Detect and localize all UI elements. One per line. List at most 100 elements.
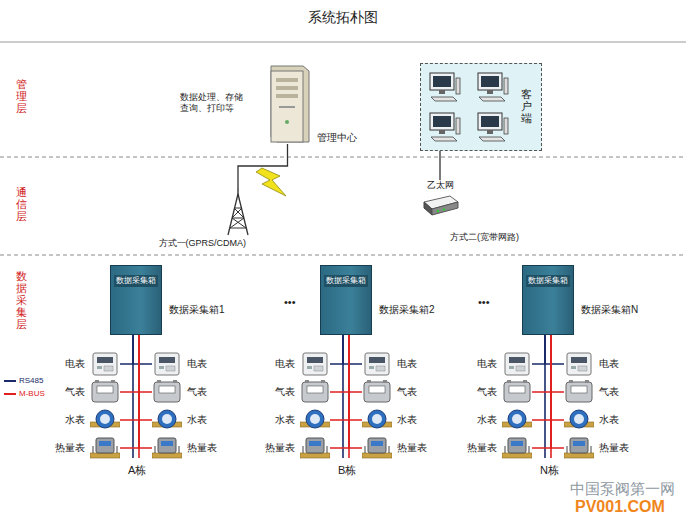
meter-label: 热量表 (599, 442, 629, 454)
meter-node: 水表 (152, 408, 207, 432)
meter-node: 热量表 (55, 436, 120, 460)
layer-divider (0, 157, 686, 158)
meter-label: 气表 (599, 386, 619, 398)
connector-line (139, 335, 152, 448)
meter-label: 热量表 (467, 442, 497, 454)
water-meter-icon (362, 408, 392, 432)
meter-node: 气表 (362, 380, 417, 404)
center-label: 管理中心 (317, 132, 357, 144)
meter-node: 电表 (152, 352, 207, 376)
connector-line (120, 335, 139, 392)
client-group-box: 客户端 (420, 63, 542, 151)
client-computer-icon (477, 72, 509, 102)
connector-line (120, 335, 139, 420)
gas-meter-icon (564, 380, 594, 404)
meter-label: 气表 (477, 386, 497, 398)
cabinet-label: 数据采集箱N (581, 304, 638, 316)
meter-label: 电表 (397, 358, 417, 370)
icon-holder (152, 436, 182, 460)
legend-line-sample (4, 391, 16, 397)
cabinet-label: 数据采集箱2 (379, 304, 435, 316)
electric-meter-icon (564, 352, 594, 376)
connector-line (551, 335, 564, 392)
cabinet-label: 数据采集箱1 (169, 304, 225, 316)
watermark: PV001.COM (575, 497, 665, 516)
legend-line-sample (4, 378, 16, 384)
client-label: 客户端 (521, 88, 532, 124)
meter-node: 水表 (275, 408, 330, 432)
icon-holder (502, 408, 532, 432)
icon-holder (429, 112, 461, 142)
icon-holder (300, 436, 330, 460)
connector-line (551, 335, 564, 448)
icon-holder (564, 408, 594, 432)
note-label: A栋 (128, 464, 146, 477)
meter-label: 电表 (275, 358, 295, 370)
meter-node: 气表 (65, 380, 120, 404)
gas-meter-icon (90, 380, 120, 404)
connector-line (330, 335, 349, 392)
connector-line (532, 335, 551, 392)
meter-node: 水表 (65, 408, 120, 432)
note-label: N栋 (540, 464, 559, 477)
heat-meter-icon (152, 436, 182, 460)
electric-meter-icon (362, 352, 392, 376)
icon-holder (420, 194, 460, 216)
connector-line (545, 335, 564, 364)
cabinet-plate: 数据采集箱 (114, 275, 158, 287)
meter-node: 热量表 (467, 436, 532, 460)
icon-holder (502, 352, 532, 376)
gprs-tower-node: 方式一(GPRS/CDMA) (226, 188, 250, 236)
meter-node: 气表 (152, 380, 207, 404)
connector-line (330, 335, 349, 420)
icon-holder (564, 380, 594, 404)
meter-label: 气表 (275, 386, 295, 398)
note-label: B栋 (338, 464, 356, 477)
legend-row: RS485 (4, 376, 43, 386)
heat-meter-icon (362, 436, 392, 460)
collector-cabinet: 数据采集箱数据采集箱N (522, 265, 574, 335)
meter-label: 水表 (397, 414, 417, 426)
heat-meter-icon (502, 436, 532, 460)
diagram-title: 系统拓朴图 (0, 9, 686, 26)
icon-holder (564, 352, 594, 376)
connector-line (330, 335, 343, 364)
connector-line (439, 151, 440, 180)
icon-holder (300, 380, 330, 404)
server-icon (265, 62, 310, 144)
water-meter-icon (502, 408, 532, 432)
connector-line (120, 335, 139, 448)
meter-node: 电表 (275, 352, 330, 376)
heat-meter-icon (90, 436, 120, 460)
meter-label: 电表 (477, 358, 497, 370)
connector-line (532, 335, 551, 448)
icon-holder (502, 436, 532, 460)
layer-name: 通信层 (16, 186, 27, 222)
legend-text: RS485 (19, 376, 43, 386)
layer-name: 管理层 (16, 78, 27, 114)
heat-meter-icon (564, 436, 594, 460)
icon-holder (300, 352, 330, 376)
meter-node: 气表 (564, 380, 619, 404)
meter-label: 水表 (599, 414, 619, 426)
legend-text: M-BUS (19, 389, 45, 399)
client-computer-icon (429, 72, 461, 102)
gas-meter-icon (362, 380, 392, 404)
electric-meter-icon (502, 352, 532, 376)
icon-holder (362, 380, 392, 404)
icon-holder (90, 408, 120, 432)
connector-line (532, 335, 545, 364)
icon-holder (429, 72, 461, 102)
legend-row: M-BUS (4, 389, 45, 399)
icon-holder (90, 380, 120, 404)
icon-holder (362, 408, 392, 432)
electric-meter-icon (90, 352, 120, 376)
meter-node: 热量表 (362, 436, 427, 460)
connector-line (139, 335, 152, 420)
meter-node: 水表 (477, 408, 532, 432)
meter-node: 热量表 (564, 436, 629, 460)
icon-holder (226, 188, 250, 236)
connector-line (120, 335, 133, 364)
connector-line (532, 335, 551, 420)
